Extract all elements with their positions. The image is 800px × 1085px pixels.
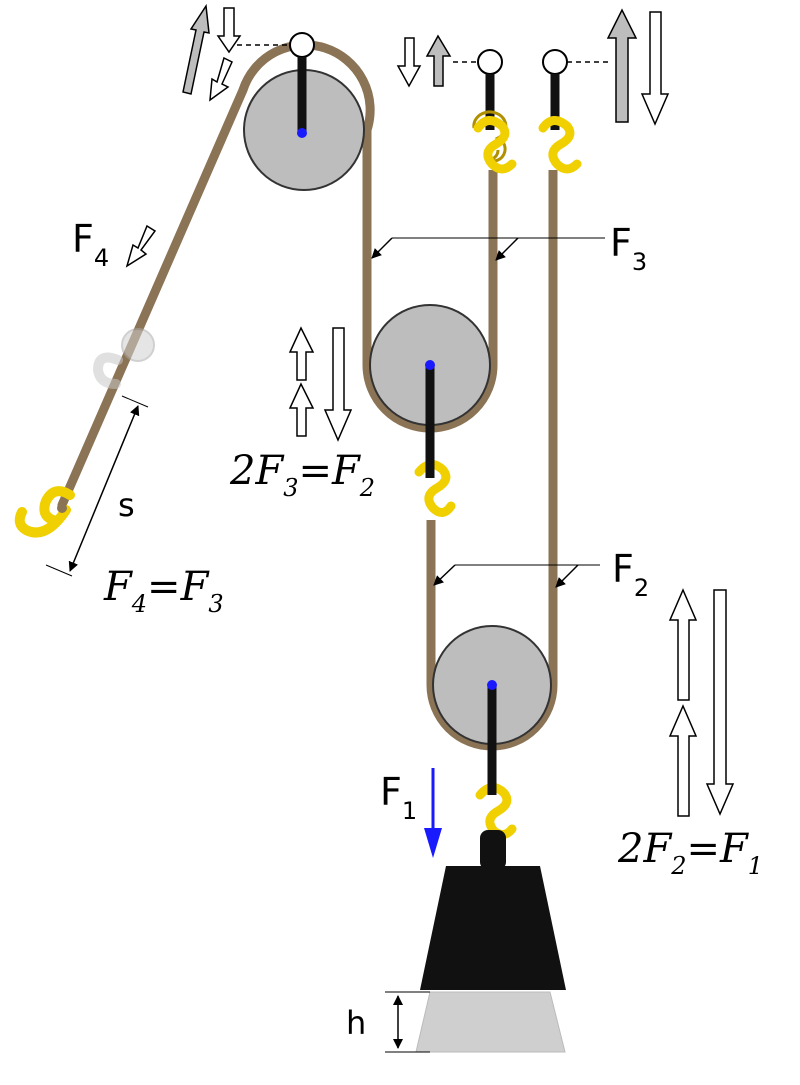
label-f1: F1 bbox=[380, 770, 417, 825]
rope-top-pulley-wrap bbox=[238, 40, 375, 365]
arrow-hollow-down-long-low bbox=[705, 589, 735, 816]
height-dimension bbox=[385, 991, 430, 1053]
equations: F4=F3 2F3=F2 2F2=F1 bbox=[103, 448, 763, 880]
hook-middle-pulley bbox=[414, 460, 456, 517]
pulley-lower bbox=[432, 625, 552, 795]
pulley-top bbox=[243, 57, 365, 191]
pulley-middle bbox=[369, 304, 491, 478]
arrow-gray-up-top bbox=[182, 3, 210, 95]
hook-anchor-right bbox=[538, 116, 582, 174]
hook-ghost bbox=[92, 328, 155, 389]
label-f2: F2 bbox=[612, 547, 649, 602]
anchor-ring-right bbox=[542, 49, 568, 75]
arrow-hollow-f4 bbox=[125, 224, 157, 268]
anchor-ring-middle bbox=[477, 49, 503, 75]
arrow-hollow-up-double-low bbox=[668, 588, 698, 817]
weight-body bbox=[420, 866, 566, 990]
arrow-gray-up-right bbox=[606, 8, 638, 123]
equation-2f2-equals-f1: 2F2=F1 bbox=[617, 826, 763, 880]
arrow-hollow-down-mid bbox=[396, 37, 422, 88]
label-f4: F4 bbox=[72, 217, 109, 272]
equation-2f3-equals-f2: 2F3=F2 bbox=[229, 448, 375, 502]
arrow-hollow-down-long-mid bbox=[323, 327, 353, 442]
axle-top bbox=[297, 128, 307, 138]
weight-ghost bbox=[415, 991, 566, 1053]
hook-pull-end bbox=[14, 486, 75, 538]
label-h: h bbox=[346, 1004, 366, 1042]
force-pointers bbox=[371, 237, 605, 588]
rope-pull-segment bbox=[57, 85, 248, 510]
arrow-hollow-up-double-mid bbox=[288, 326, 315, 437]
equation-f4-equals-f3: F4=F3 bbox=[103, 564, 224, 618]
load-weight bbox=[415, 830, 566, 1053]
axle-middle bbox=[425, 360, 435, 370]
arrow-hollow-diag-top bbox=[209, 56, 233, 102]
arrow-hollow-down-top bbox=[216, 7, 242, 54]
force-labels: F4 F3 F2 F1 s h bbox=[72, 217, 649, 1042]
distance-dimension bbox=[45, 395, 149, 577]
motion-arrows bbox=[125, 3, 735, 817]
force-arrow-f1 bbox=[424, 768, 442, 858]
anchor-ring-top bbox=[289, 32, 315, 58]
hooks bbox=[14, 110, 582, 839]
axle-lower bbox=[487, 680, 497, 690]
arrow-gray-up-mid bbox=[425, 34, 452, 87]
label-s: s bbox=[118, 486, 135, 524]
label-f3: F3 bbox=[610, 221, 647, 276]
arrow-hollow-down-right bbox=[640, 11, 670, 126]
